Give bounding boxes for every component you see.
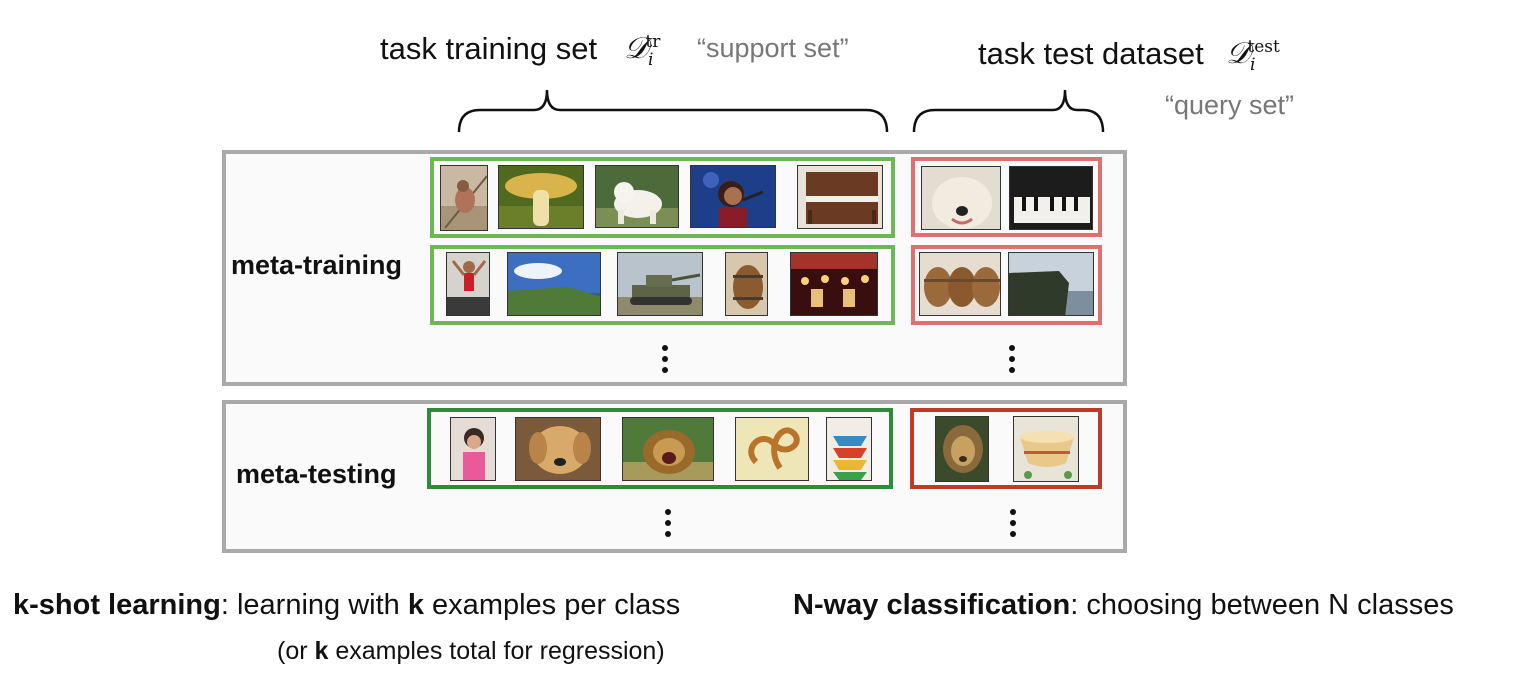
- n-way-term: N-way classification: [793, 589, 1071, 621]
- more-tasks-query-ellipsis: [1008, 345, 1016, 378]
- support-set-title: task training set: [380, 31, 598, 66]
- pretzel-image: [735, 417, 809, 481]
- sea-cliff-image: [1008, 252, 1094, 316]
- n-way-definition: N-way classification: choosing between N…: [793, 589, 1454, 621]
- support-set-alias: “support set”: [697, 33, 849, 63]
- gymnast-image: [446, 252, 490, 316]
- more-tasks-support-ellipsis: [661, 345, 669, 378]
- lion-image: [935, 416, 989, 482]
- meta-training-label: meta-training: [231, 250, 403, 280]
- query-set-symbol: 𝒟itest: [1226, 36, 1280, 75]
- more-test-tasks-support-ellipsis: [664, 509, 672, 542]
- keyboard-image: [1009, 166, 1093, 230]
- support-group-row-2: [430, 245, 895, 325]
- sheepdog-image: [921, 166, 1001, 230]
- k-shot-regression-note: (or k examples total for regression): [277, 637, 665, 665]
- k-shot-definition: k-shot learning: learning with k example…: [13, 589, 681, 621]
- query-group-row-2: [911, 245, 1102, 325]
- piano-image: [797, 165, 883, 229]
- query-group-row-1: [911, 157, 1102, 237]
- bowl-image: [1013, 416, 1079, 482]
- support-group-meta-test: [427, 408, 893, 489]
- singer-image: [690, 165, 776, 228]
- query-brace: [912, 89, 1105, 133]
- golden-retriever-image: [515, 417, 601, 481]
- tank-image: [617, 252, 703, 316]
- query-set-alias: “query set”: [1165, 90, 1295, 120]
- cliff-image: [507, 252, 601, 316]
- support-set-symbol: 𝒟itr: [624, 31, 661, 70]
- dog-image: [595, 165, 679, 228]
- more-test-tasks-query-ellipsis: [1009, 509, 1017, 542]
- k-shot-term: k-shot learning: [13, 589, 221, 621]
- carousel-image: [790, 252, 878, 316]
- bowls-image: [826, 417, 872, 481]
- girl-image: [450, 417, 496, 481]
- query-group-meta-test: [910, 408, 1102, 489]
- support-brace: [457, 89, 889, 133]
- support-group-row-1: [430, 157, 895, 238]
- barrel-image: [725, 252, 768, 316]
- query-set-title: task test dataset: [978, 36, 1204, 71]
- mushroom-image: [498, 165, 584, 229]
- meta-testing-label: meta-testing: [236, 459, 397, 489]
- roaring-lion-image: [622, 417, 714, 481]
- bird-image: [440, 165, 488, 231]
- barrels-image: [919, 252, 1001, 316]
